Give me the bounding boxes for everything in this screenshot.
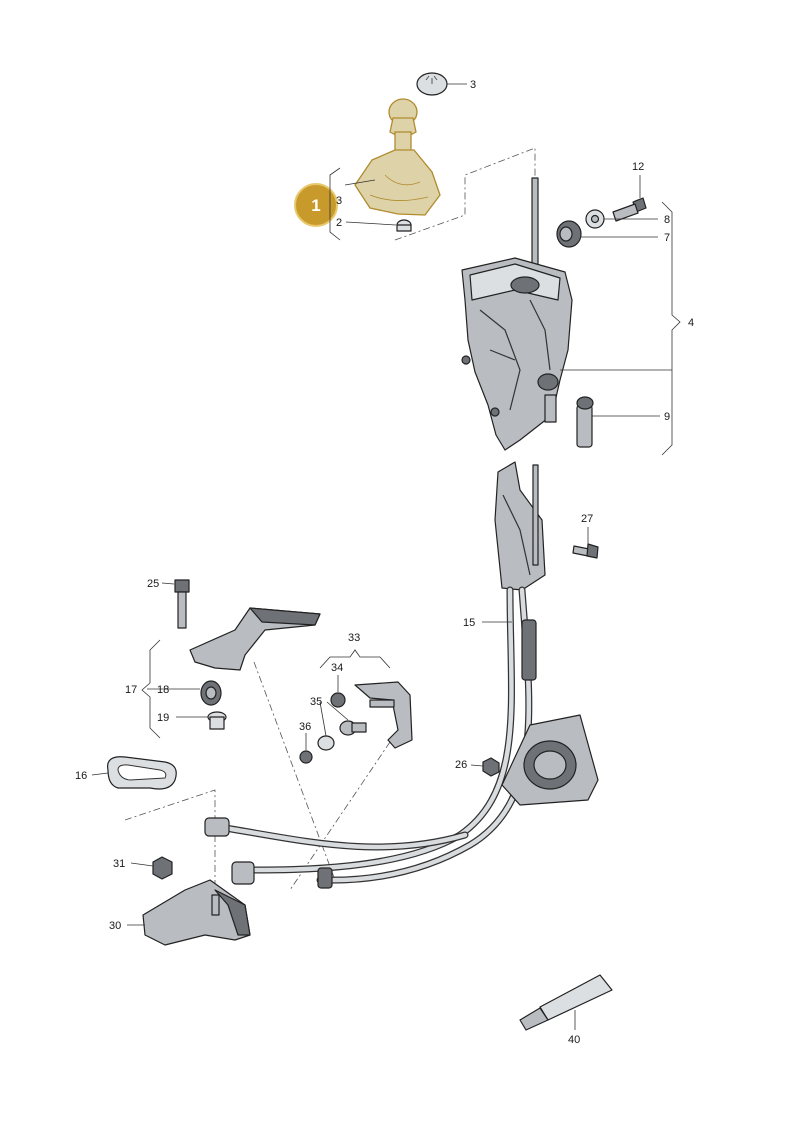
callout-36: 36 <box>299 721 311 733</box>
callout-3-cap: 3 <box>470 79 476 91</box>
callout-35: 35 <box>310 696 322 708</box>
part-15-cable-bracket <box>494 461 546 591</box>
cable-end-eyelets <box>204 817 333 889</box>
part-9-sensor <box>576 396 594 448</box>
part-3-cap <box>416 72 448 96</box>
callout-27: 27 <box>581 513 593 525</box>
callout-40: 40 <box>568 1034 580 1046</box>
callout-labels: 3 3 2 12 8 7 4 9 27 25 15 33 34 17 18 19… <box>75 79 694 1046</box>
callout-8: 8 <box>664 214 670 226</box>
callout-15: 15 <box>463 617 475 629</box>
callout-18: 18 <box>157 684 169 696</box>
part-26-nut <box>482 757 500 777</box>
part-19-sleeve <box>207 711 227 730</box>
callout-4: 4 <box>688 317 694 329</box>
callout-2: 2 <box>336 217 342 229</box>
callout-3-boot: 3 <box>336 195 342 207</box>
callout-19: 19 <box>157 712 169 724</box>
part-33-selector-lever <box>354 681 413 749</box>
callout-9: 9 <box>664 411 670 423</box>
callout-30: 30 <box>109 920 121 932</box>
part-27-screw <box>572 543 599 559</box>
callout-7: 7 <box>664 232 670 244</box>
part-17-lever-bracket <box>189 607 321 671</box>
callout-16: 16 <box>75 770 87 782</box>
callout-34: 34 <box>331 662 343 674</box>
part-34-ball <box>330 692 346 708</box>
part-25-bolt <box>174 579 190 629</box>
badge-label: 1 <box>311 196 320 215</box>
part-8-washer <box>585 209 605 229</box>
callout-26: 26 <box>455 759 467 771</box>
part-4-shifter-housing <box>461 177 573 451</box>
part-40-grease-tube <box>519 974 613 1031</box>
part-3-shift-knob-and-boot <box>354 98 441 216</box>
part-16-gasket <box>107 756 177 790</box>
callout-31: 31 <box>113 858 125 870</box>
cable-mount-plate <box>501 714 599 806</box>
assembly-guide-lines <box>124 147 536 905</box>
callout-17: 17 <box>125 684 137 696</box>
callout-12: 12 <box>632 161 644 173</box>
part-2-clip <box>396 219 412 232</box>
part-35-pin <box>339 720 367 736</box>
bracket-lever-group <box>141 639 161 739</box>
part-7-bushing <box>556 220 582 248</box>
part-badge: 1 <box>294 183 338 227</box>
part-30-mount-bracket <box>142 879 251 946</box>
part-18-bushing <box>200 680 222 706</box>
part-31-nut <box>152 856 173 880</box>
part-15-shift-cables <box>221 586 537 884</box>
part-12-bolt <box>612 197 647 222</box>
bracket-selector-group <box>319 649 391 669</box>
callout-33: 33 <box>348 632 360 644</box>
callout-25: 25 <box>147 578 159 590</box>
part-36-washer <box>299 735 335 764</box>
bracket-boot-group <box>329 167 341 241</box>
leader-lines <box>91 83 672 1030</box>
bracket-housing-group <box>661 201 681 456</box>
